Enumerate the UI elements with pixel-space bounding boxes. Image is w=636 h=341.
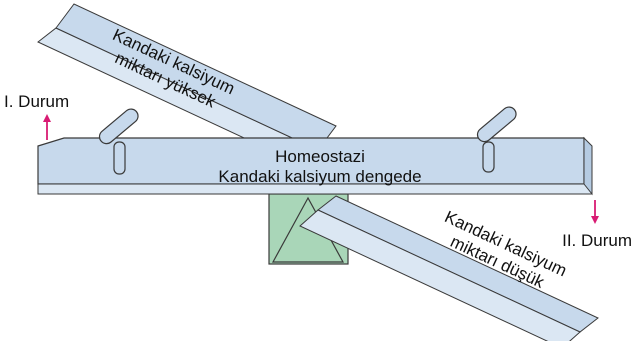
right-handle-post [482, 141, 495, 173]
left-handle [98, 108, 139, 175]
horizontal-plank-side [583, 136, 593, 196]
up-arrow [43, 114, 51, 140]
right-handle-grip [476, 106, 517, 143]
tilted-plank-lower [299, 195, 599, 341]
tilted-plank-upper-face [55, 3, 337, 151]
left-handle-grip [98, 108, 139, 145]
horizontal-plank [37, 136, 593, 196]
state-2-label: II. Durum [562, 231, 632, 250]
center-label-line2: Kandaki kalsiyum dengede [218, 167, 421, 186]
center-label-line1: Homeostazi [275, 147, 365, 166]
right-handle [476, 106, 517, 173]
left-handle-post [113, 141, 126, 175]
state-1-label: I. Durum [4, 92, 69, 111]
down-arrow [591, 200, 599, 224]
tilted-plank-lower-edge [299, 209, 581, 341]
